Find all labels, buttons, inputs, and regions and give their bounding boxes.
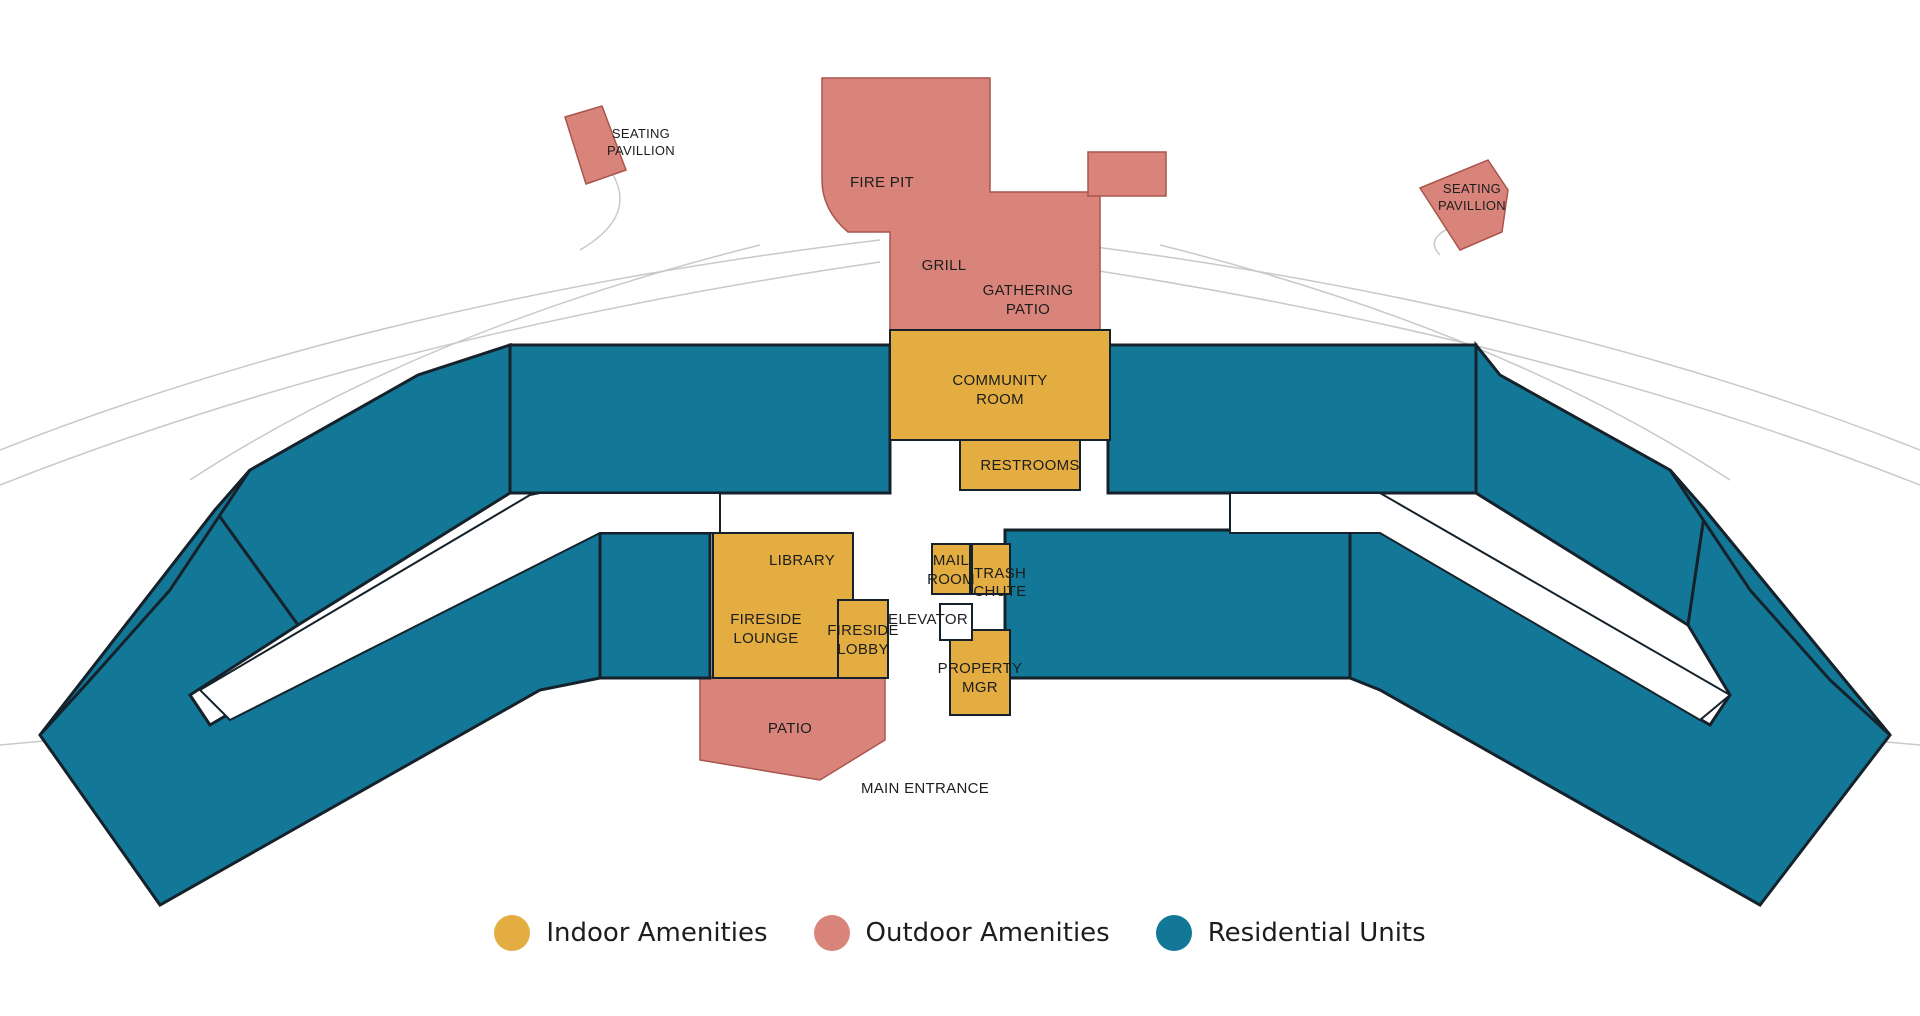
legend-item-indoor: Indoor Amenities	[494, 915, 768, 951]
bbq-deck	[1087, 151, 1167, 197]
label-property-mgr-1: PROPERTY	[938, 660, 1023, 677]
seating-pavillion-left	[564, 105, 627, 185]
fireside-lobby-block	[837, 599, 889, 679]
label-mail-room-1: MAIL	[933, 552, 969, 569]
unit-north-center-right	[1106, 343, 1478, 495]
label-grill: GRILL	[922, 257, 967, 274]
label-patio: PATIO	[768, 720, 812, 737]
label-restrooms: RESTROOMS	[980, 457, 1079, 474]
label-fireside-lobby-1: FIRESIDE	[827, 622, 899, 639]
unit-south-center-left	[598, 531, 712, 680]
label-seating-pavillion-right-2: PAVILLION	[1438, 198, 1506, 213]
label-elevator: ELEVATOR	[888, 611, 968, 628]
label-mail-room-2: ROOM	[927, 571, 975, 588]
unit-south-center-right	[1003, 528, 1352, 680]
outdoor-amenities	[564, 77, 1509, 781]
label-gathering-patio-1: GATHERING	[983, 282, 1074, 299]
label-trash-chute-1: TRASH	[974, 565, 1026, 582]
corridor-left	[198, 492, 721, 722]
legend-label-outdoor: Outdoor Amenities	[865, 918, 1110, 948]
corridor-right	[1229, 492, 1732, 722]
wing-right-outer	[1668, 469, 1892, 737]
label-main-entrance: MAIN ENTRANCE	[861, 780, 989, 797]
legend-label-indoor: Indoor Amenities	[546, 918, 768, 948]
fire-pit-area	[821, 77, 1101, 341]
unit-north-center-left	[508, 343, 892, 495]
elevator-block	[939, 603, 973, 641]
restrooms-block	[959, 439, 1081, 491]
plan-labels: SEATING PAVILLION SEATING PAVILLION FIRE…	[607, 126, 1506, 797]
label-trash-chute-2: CHUTE	[973, 583, 1026, 600]
legend-label-residential: Residential Units	[1207, 918, 1426, 948]
legend-swatch-indoor	[494, 915, 531, 951]
legend-swatch-outdoor	[813, 915, 850, 951]
label-fireside-lobby-2: LOBBY	[837, 641, 889, 658]
label-fireside-lounge-1: FIRESIDE	[730, 611, 802, 628]
label-seating-pavillion-left-2: PAVILLION	[607, 143, 675, 158]
community-room-block	[889, 329, 1111, 441]
label-library: LIBRARY	[769, 552, 835, 569]
mail-room-block	[931, 543, 971, 595]
label-seating-pavillion-left-1: SEATING	[612, 126, 670, 141]
label-seating-pavillion-right-1: SEATING	[1443, 181, 1501, 196]
indoor-amenities	[712, 329, 1111, 716]
seating-pavillion-right	[1418, 159, 1509, 251]
property-mgr-block	[949, 629, 1011, 716]
label-property-mgr-2: MGR	[962, 679, 998, 696]
legend: Indoor Amenities Outdoor Amenities Resid…	[0, 915, 1920, 951]
corridors	[198, 492, 1732, 722]
legend-item-outdoor: Outdoor Amenities	[813, 915, 1110, 951]
trash-chute-block	[971, 543, 1011, 595]
wing-left-outer	[38, 469, 252, 737]
legend-item-residential: Residential Units	[1155, 915, 1426, 951]
legend-swatch-residential	[1155, 915, 1192, 951]
library-block	[712, 532, 854, 679]
label-community-room-2: ROOM	[976, 391, 1024, 408]
label-fire-pit: FIRE PIT	[850, 174, 914, 191]
label-community-room-1: COMMUNITY	[952, 372, 1047, 389]
label-gathering-patio-2: PATIO	[1006, 301, 1050, 318]
residential-units	[38, 340, 1892, 907]
label-fireside-lounge-2: LOUNGE	[733, 630, 798, 647]
